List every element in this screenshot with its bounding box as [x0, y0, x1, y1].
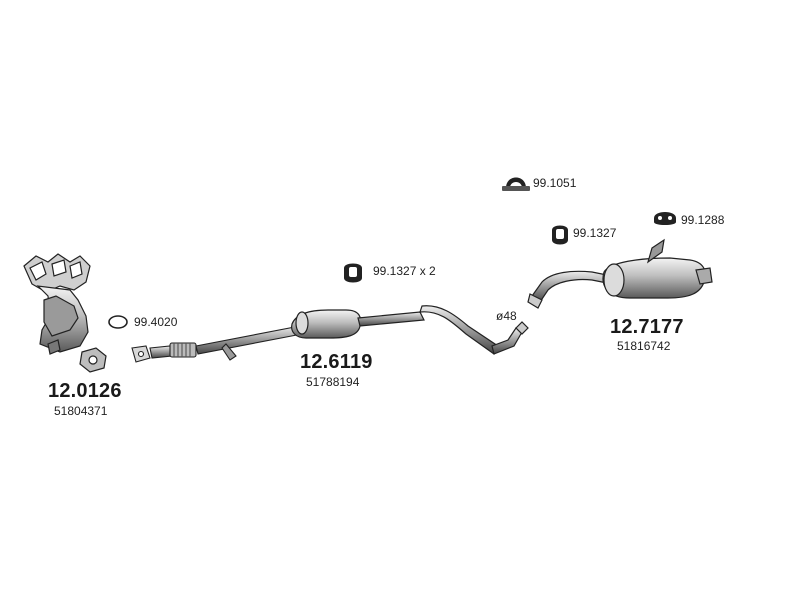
gasket-code: 99.4020: [134, 315, 178, 329]
catalytic-converter-drawing: [23, 253, 107, 373]
hanger-rear-icon: [552, 225, 568, 245]
middle-silencer-drawing: [291, 305, 529, 355]
front-pipe-drawing: [131, 325, 303, 363]
catalytic-converter-code: 12.0126: [48, 380, 122, 402]
catalytic-converter-oem: 51804371: [54, 404, 108, 418]
clamp-code: 99.1051: [533, 176, 577, 190]
hanger-end-icon: [654, 212, 676, 225]
hanger-rear-code: 99.1327: [573, 226, 617, 240]
rear-silencer-oem: 51816742: [617, 339, 671, 353]
clamp-icon: [502, 177, 530, 191]
pipe-diameter-label: ø48: [496, 309, 517, 323]
hanger-end-code: 99.1288: [681, 213, 725, 227]
middle-silencer-oem: 51788194: [306, 375, 360, 389]
hanger-icon: [344, 263, 362, 283]
rear-silencer-drawing: [527, 238, 713, 309]
middle-silencer-code: 12.6119: [300, 351, 373, 373]
rear-silencer-code: 12.7177: [610, 316, 684, 338]
hanger-middle-code: 99.1327 x 2: [373, 264, 436, 278]
gasket-icon: [108, 315, 128, 329]
